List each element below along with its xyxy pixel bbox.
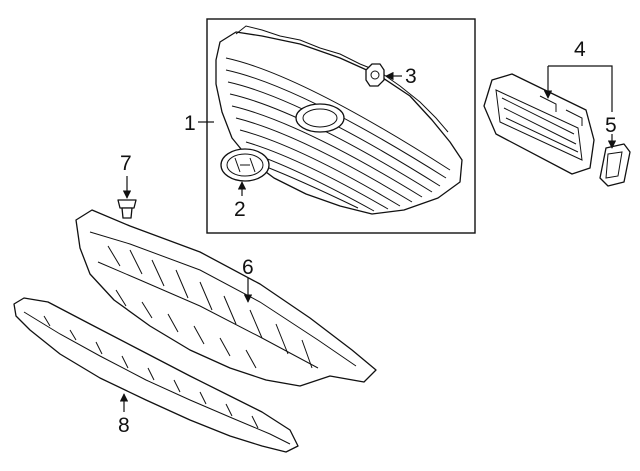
callout-4: 4	[574, 38, 586, 61]
grille-panel-icon	[215, 25, 463, 215]
push-pin-icon	[117, 199, 137, 219]
callout-3: 3	[405, 65, 417, 88]
clip-nut-icon	[365, 63, 385, 87]
inset-frame	[206, 18, 476, 234]
lower-molding-icon	[13, 297, 299, 453]
callout-1: 1	[184, 112, 196, 135]
camera-assembly-icon	[483, 73, 595, 175]
callout-8: 8	[118, 414, 130, 437]
emblem-icon	[220, 148, 270, 182]
camera-bracket-icon	[599, 143, 631, 187]
callout-7: 7	[120, 152, 132, 175]
lower-grille-icon	[75, 209, 377, 387]
leader-lines	[119, 65, 617, 412]
callout-5: 5	[605, 114, 617, 137]
callout-2: 2	[234, 198, 246, 221]
callout-6: 6	[242, 256, 254, 279]
